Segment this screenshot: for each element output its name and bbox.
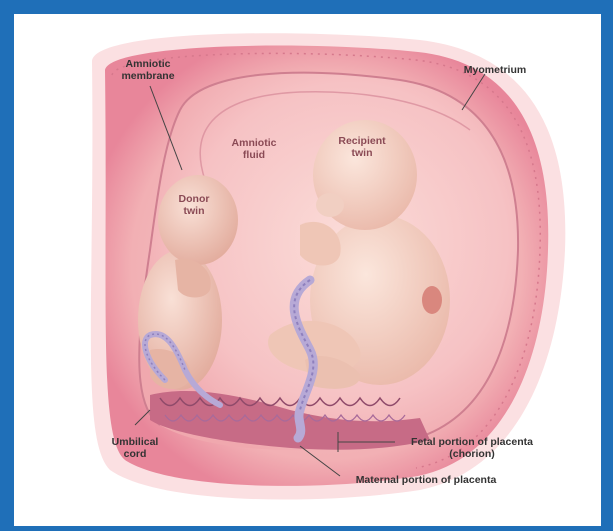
label-amniotic-membrane: Amniotic membrane — [108, 58, 188, 82]
label-donor-twin: Donor twin — [164, 193, 224, 217]
label-fetal-portion-placenta: Fetal portion of placenta (chorion) — [392, 436, 552, 460]
label-amniotic-fluid: Amniotic fluid — [214, 137, 294, 161]
label-myometrium: Myometrium — [450, 64, 540, 76]
label-umbilical-cord: Umbilical cord — [100, 436, 170, 460]
label-maternal-portion-placenta: Maternal portion of placenta — [338, 474, 514, 486]
label-recipient-twin: Recipient twin — [322, 135, 402, 159]
